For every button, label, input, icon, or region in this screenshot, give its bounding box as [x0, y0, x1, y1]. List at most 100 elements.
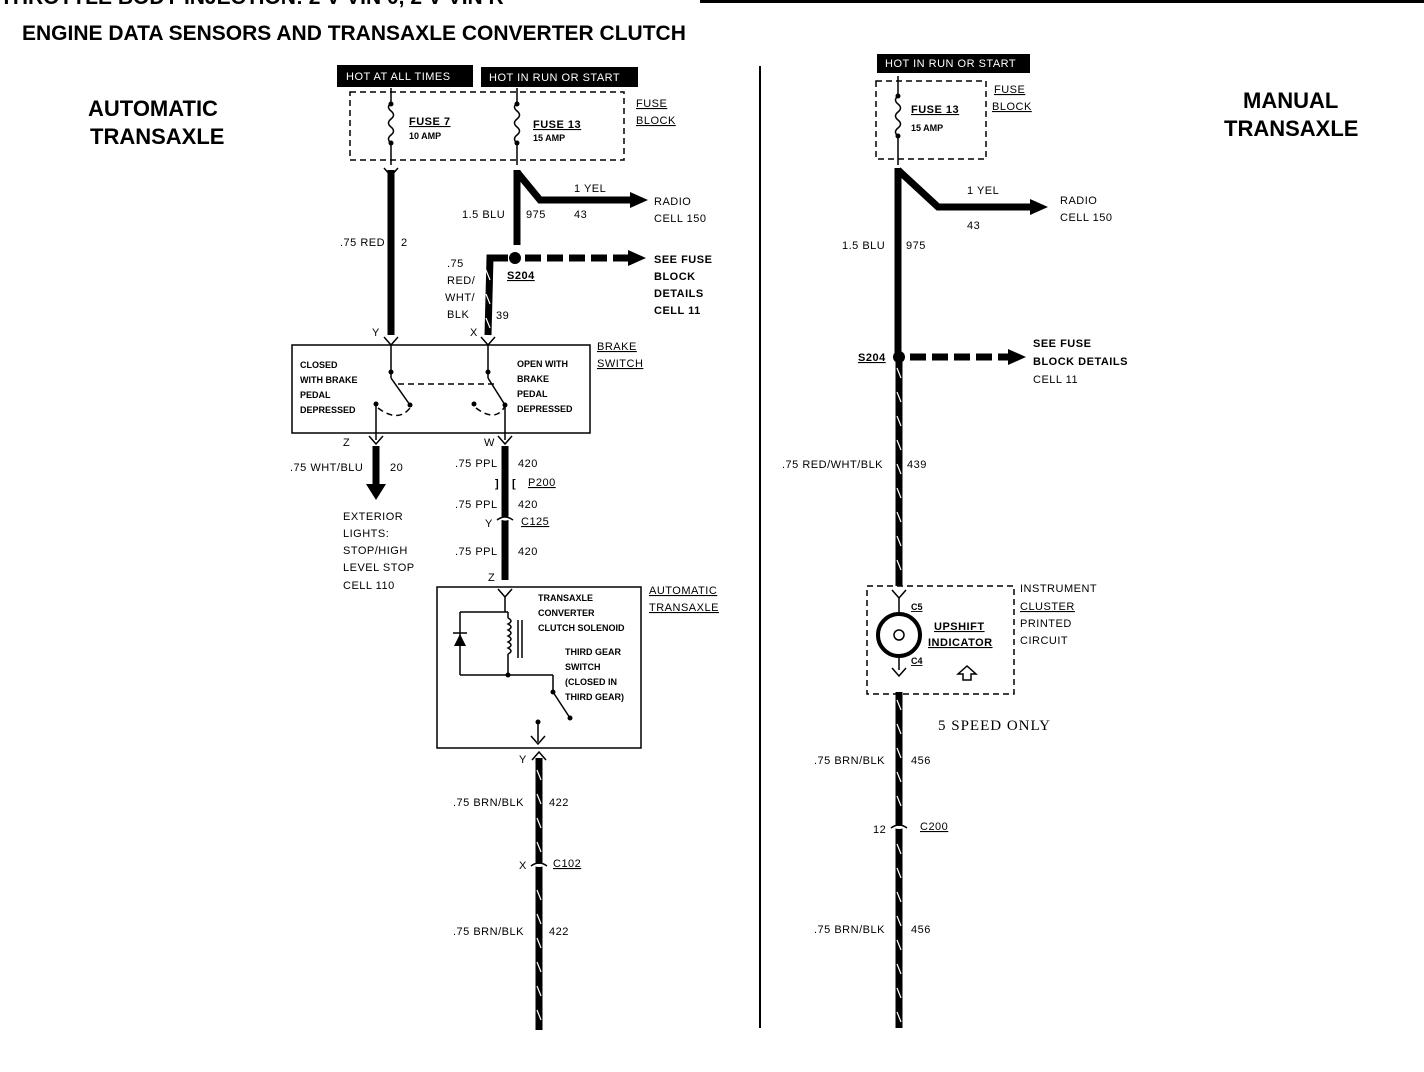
solenoid-2: CONVERTER	[538, 608, 595, 618]
p200-bracket-right: [	[512, 478, 516, 490]
closed-3: PEDAL	[300, 390, 331, 400]
rwb-size: .75 RED/WHT/BLK	[782, 459, 883, 471]
connector-icon	[891, 667, 907, 678]
see-fuse-1: SEE FUSE	[1033, 338, 1091, 350]
wire-stripe	[485, 269, 491, 281]
up-arrow-icon	[956, 664, 978, 681]
third-2: SWITCH	[565, 662, 601, 672]
p200-label: P200	[528, 477, 556, 489]
closed-1: CLOSED	[300, 360, 338, 370]
hot-run-start-badge	[877, 54, 1030, 73]
wire-yel-43	[895, 167, 1030, 211]
ppl-size-1: .75 PPL	[455, 458, 498, 470]
connector-icon	[480, 336, 496, 347]
ext-1: EXTERIOR	[343, 511, 403, 523]
header-rule	[700, 0, 1424, 3]
wire-stripe	[536, 889, 542, 901]
wire-red-num: 2	[401, 237, 408, 249]
connector-icon	[497, 435, 513, 446]
wire-stripe	[896, 723, 902, 735]
hot-run-start-badge	[481, 67, 638, 87]
wire-stripe	[896, 771, 902, 783]
blu-num: 975	[906, 240, 926, 252]
wire-red-size: .75 RED	[340, 237, 385, 249]
conn-z: Z	[343, 437, 350, 449]
wire-rwb-4: BLK	[447, 309, 469, 321]
radio-label: RADIO	[654, 196, 691, 208]
switch-icon	[373, 345, 413, 440]
switch-icon	[471, 345, 508, 440]
blu-size: 1.5 BLU	[842, 240, 885, 252]
fuse-block-box	[349, 91, 625, 161]
splice-icon	[893, 351, 905, 363]
c200-pin: 12	[873, 824, 886, 836]
instrument-cluster-box	[866, 585, 1015, 695]
wire-stripe	[485, 293, 491, 305]
connector-icon	[497, 588, 513, 599]
page-title: ENGINE DATA SENSORS AND TRANSAXLE CONVER…	[22, 22, 686, 45]
wire-stripe	[536, 913, 542, 925]
conn-z2: Z	[488, 572, 495, 584]
wire-stripe	[536, 1009, 542, 1021]
brake-switch-label-1: BRAKE	[597, 341, 637, 353]
ppl-size-3: .75 PPL	[455, 546, 498, 558]
wire-stripe	[485, 317, 491, 329]
closed-4: DEPRESSED	[300, 405, 356, 415]
wire-stripe	[896, 867, 902, 879]
wire-stripe	[896, 915, 902, 927]
brake-switch-box	[291, 344, 591, 434]
c4-label: C4	[911, 656, 923, 666]
conn-y3: Y	[519, 754, 527, 766]
fuse13-amp: 15 AMP	[911, 123, 943, 133]
fuse-block-label-1: FUSE	[994, 84, 1025, 96]
third-4: THIRD GEAR)	[565, 692, 624, 702]
wire-stripe	[896, 795, 902, 807]
connector-icon	[383, 336, 399, 347]
c200-label: C200	[920, 821, 948, 833]
lamp-icon	[876, 598, 922, 670]
arrow-right-icon	[628, 250, 646, 266]
ext-5: CELL 110	[343, 580, 395, 592]
radio-label: RADIO	[1060, 195, 1097, 207]
arrow-down-icon	[366, 484, 386, 500]
arrow-right-icon	[630, 192, 648, 208]
fuse-block-label-2: BLOCK	[636, 115, 676, 127]
ppl-num-1: 420	[518, 458, 538, 470]
wire-blu-num: 975	[526, 209, 546, 221]
open-1: OPEN WITH	[517, 359, 568, 369]
wire-stripe	[896, 891, 902, 903]
brn-size-1: .75 BRN/BLK	[453, 797, 524, 809]
brn-size-2: .75 BRN/BLK	[814, 924, 885, 936]
fuse-block-box	[875, 80, 987, 160]
arrow-right-icon	[1030, 199, 1048, 215]
fuse-block-label-1: FUSE	[636, 98, 667, 110]
page-header-clipped: THROTTLE BODY INJECTION: 2 V VIN 0, 2 V …	[0, 0, 504, 9]
ext-4: LEVEL STOP	[343, 562, 415, 574]
wire-stripe	[896, 463, 902, 475]
splice-icon	[509, 252, 521, 264]
see-fuse-1: SEE FUSE	[654, 254, 712, 266]
fuse-block-label-2: BLOCK	[992, 101, 1032, 113]
conn-y2: Y	[485, 518, 493, 530]
brn-num-1: 422	[549, 797, 569, 809]
wire-stripe	[896, 535, 902, 547]
wire-stripe	[896, 1011, 902, 1023]
see-fuse-3: DETAILS	[654, 288, 704, 300]
wire-stripe	[896, 699, 902, 711]
ic-2: CLUSTER	[1020, 601, 1075, 613]
open-4: DEPRESSED	[517, 404, 573, 414]
wire-stripe	[896, 415, 902, 427]
third-3: (CLOSED IN	[565, 677, 617, 687]
wire-stripe	[536, 961, 542, 973]
wire-stripe	[896, 439, 902, 451]
arrow-right-icon	[1008, 349, 1026, 365]
auto-heading-2: TRANSAXLE	[90, 124, 224, 149]
wire-rwb-39	[484, 254, 508, 336]
manual-heading-1: MANUAL	[1243, 88, 1338, 113]
third-1: THIRD GEAR	[565, 647, 622, 657]
hot-all-times-badge	[337, 65, 473, 87]
solenoid-3: CLUTCH SOLENOID	[538, 623, 625, 633]
fuse-icon	[513, 88, 521, 165]
wire-rwb-2: RED/	[447, 275, 476, 287]
solenoid-1: TRANSAXLE	[538, 593, 593, 603]
